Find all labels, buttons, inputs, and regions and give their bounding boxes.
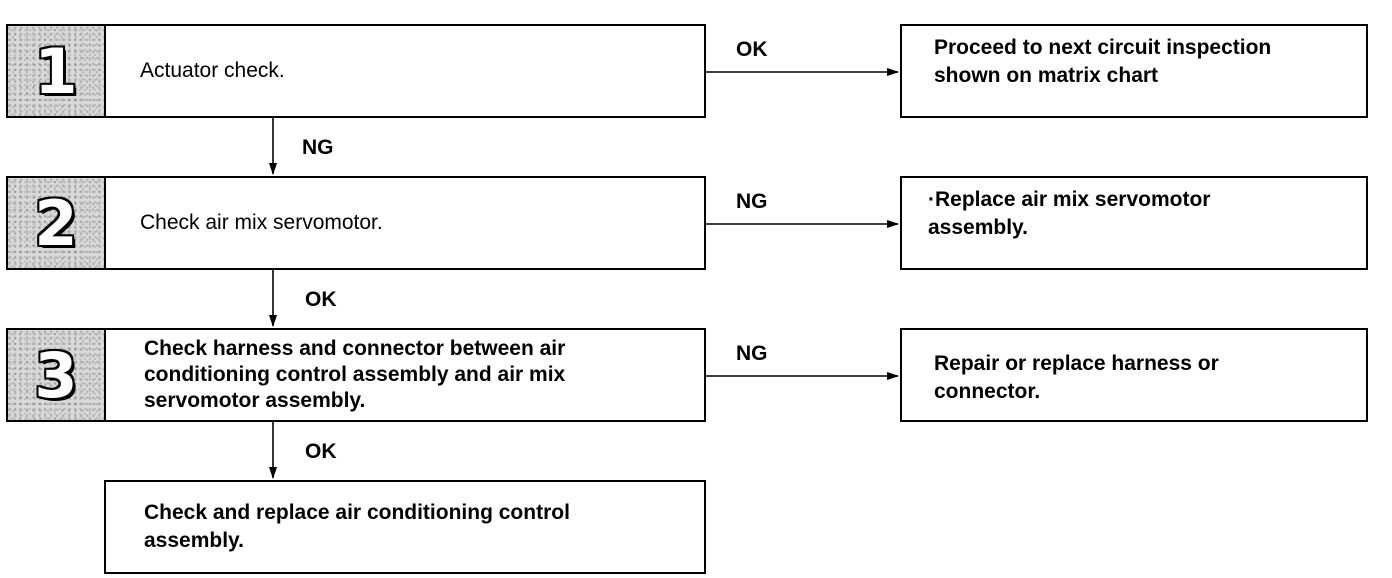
step-2-text: Check air mix servomotor.: [140, 211, 383, 234]
final-step-text: Check and replace air conditioning contr…: [144, 501, 570, 552]
result-3-text: Repair or replace harness or connector.: [934, 352, 1219, 403]
label-step2-ng: NG: [736, 190, 768, 213]
step-1-text: Actuator check.: [140, 59, 285, 82]
step-1-box: Actuator check.: [104, 24, 706, 118]
result-2-box: ·Replace air mix servomotor assembly.: [900, 176, 1368, 270]
result-3-box: Repair or replace harness or connector.: [900, 328, 1368, 422]
step-1-number-badge: 1: [6, 24, 106, 118]
step-3-box: Check harness and connector between air …: [104, 328, 706, 422]
label-step2-ok: OK: [305, 288, 337, 311]
step-3-text: Check harness and connector between air …: [144, 337, 566, 412]
final-step-box: Check and replace air conditioning contr…: [104, 480, 706, 574]
step-3-number-badge: 3: [6, 328, 106, 422]
label-step3-ng: NG: [736, 342, 768, 365]
step-1-number: 1: [34, 34, 78, 108]
label-step1-ng: NG: [302, 136, 334, 159]
result-2-text: ·Replace air mix servomotor assembly.: [928, 188, 1211, 239]
result-1-box: Proceed to next circuit inspection shown…: [900, 24, 1368, 118]
result-1-text: Proceed to next circuit inspection shown…: [934, 36, 1272, 87]
label-step1-ok: OK: [736, 38, 768, 61]
step-2-box: Check air mix servomotor.: [104, 176, 706, 270]
label-step3-ok: OK: [305, 440, 337, 463]
step-2-number: 2: [34, 186, 78, 260]
step-3-number: 3: [34, 338, 78, 412]
step-2-number-badge: 2: [6, 176, 106, 270]
